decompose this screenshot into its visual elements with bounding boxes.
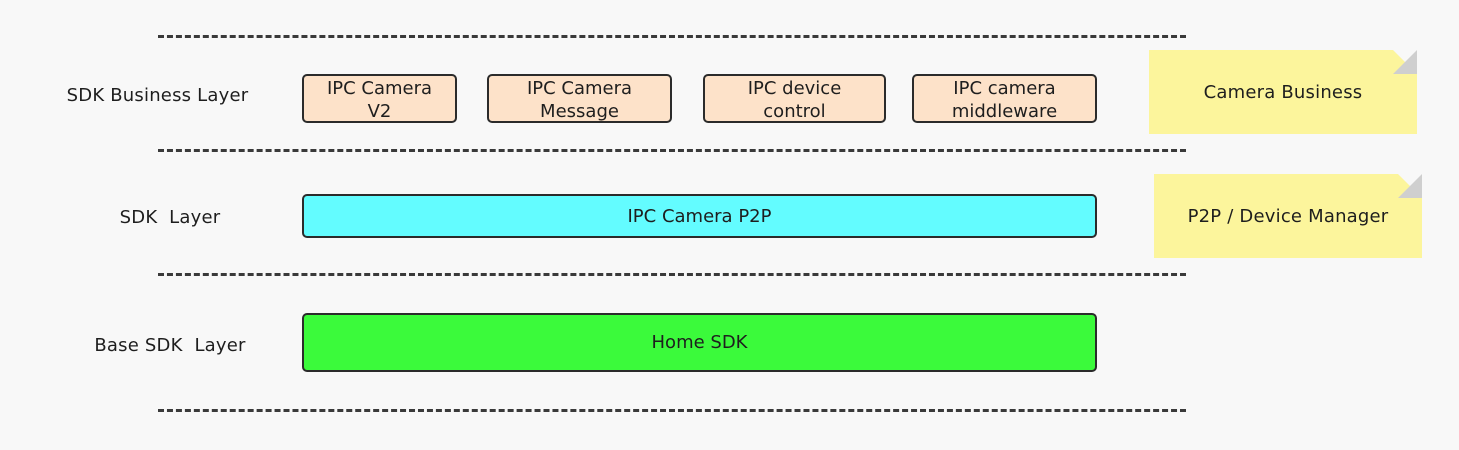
note-camera-business-text: Camera Business <box>1203 81 1363 103</box>
module-ipc-camera-v2-line2: V2 <box>367 100 392 122</box>
module-ipc-camera-middleware-line1: IPC camera <box>953 77 1056 99</box>
divider-bottom <box>158 409 1186 412</box>
note-camera-business: Camera Business <box>1149 50 1417 134</box>
module-ipc-camera-v2-line1: IPC Camera <box>326 77 433 99</box>
module-ipc-camera-middleware-line2: middleware <box>951 100 1058 122</box>
divider-sdk-base <box>158 273 1186 276</box>
ipc-camera-p2p-label: IPC Camera P2P <box>627 205 772 227</box>
divider-top <box>158 35 1186 38</box>
layer-label-business: SDK Business Layer <box>66 85 249 106</box>
layer-label-base: Base SDK Layer <box>94 335 246 356</box>
home-sdk-label: Home SDK <box>651 332 748 353</box>
module-ipc-camera-middleware: IPC camera middleware <box>912 74 1097 123</box>
note-fold-shade <box>1393 50 1417 74</box>
module-ipc-device-control-line2: control <box>763 100 826 122</box>
module-ipc-device-control: IPC device control <box>703 74 886 123</box>
note-p2p-device-manager: P2P / Device Manager <box>1154 174 1422 258</box>
note-p2p-device-manager-text: P2P / Device Manager <box>1187 205 1389 227</box>
module-ipc-camera-message-line1: IPC Camera <box>526 77 633 99</box>
module-ipc-camera-message: IPC Camera Message <box>487 74 672 123</box>
module-ipc-device-control-line1: IPC device <box>747 77 842 99</box>
module-ipc-camera-message-line2: Message <box>540 100 619 122</box>
layer-label-sdk: SDK Layer <box>119 207 221 228</box>
module-ipc-camera-v2: IPC Camera V2 <box>302 74 457 123</box>
note-fold-shade <box>1398 174 1422 198</box>
ipc-camera-p2p-bar: IPC Camera P2P <box>302 194 1097 238</box>
home-sdk-bar: Home SDK <box>302 313 1097 372</box>
divider-business-sdk <box>158 149 1186 152</box>
